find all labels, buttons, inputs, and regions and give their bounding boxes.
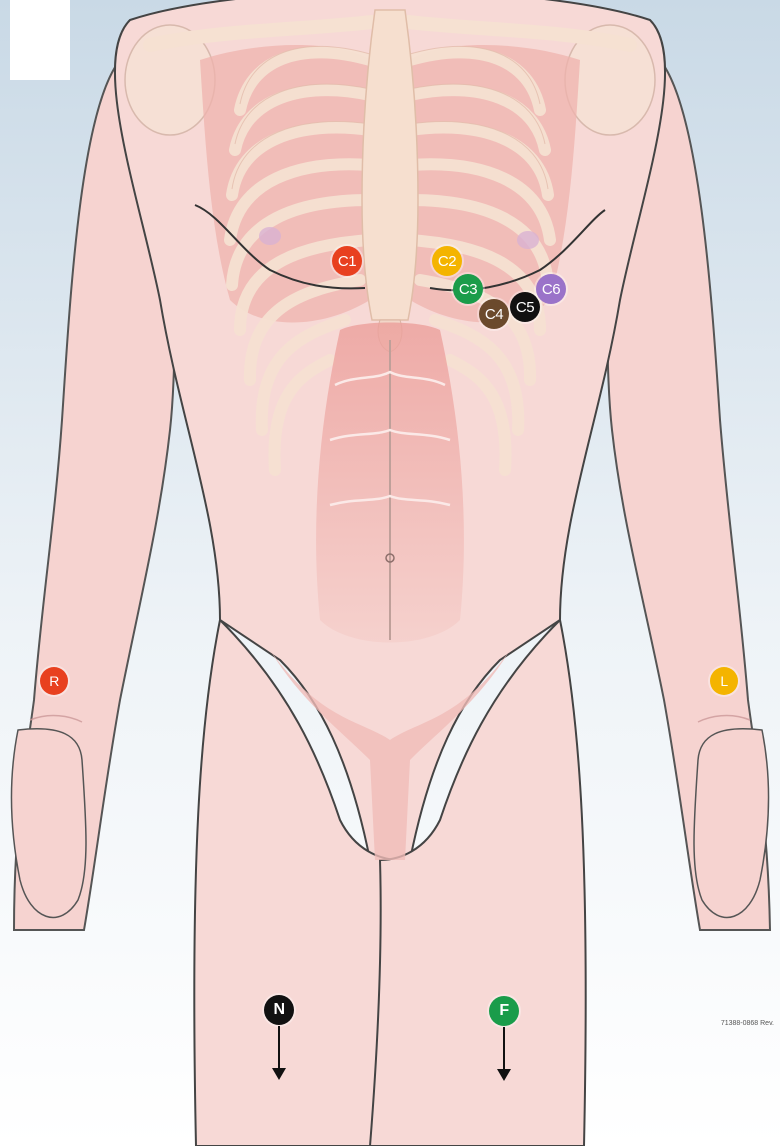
left-hand bbox=[694, 729, 769, 918]
figure-footnote: 71388-0868 Rev. bbox=[721, 1020, 774, 1027]
left-nipple bbox=[517, 231, 539, 249]
corner-blank bbox=[10, 0, 70, 80]
electrode-c2[interactable]: C2 bbox=[432, 246, 462, 276]
electrode-f[interactable]: F bbox=[489, 996, 519, 1026]
electrode-c1[interactable]: C1 bbox=[332, 246, 362, 276]
electrode-n-arrow bbox=[278, 1026, 280, 1070]
electrode-l[interactable]: L bbox=[710, 667, 738, 695]
right-hand bbox=[11, 729, 86, 918]
sternum bbox=[362, 10, 418, 320]
electrode-f-arrow bbox=[503, 1027, 505, 1071]
electrode-c6[interactable]: C6 bbox=[536, 274, 566, 304]
electrode-c5[interactable]: C5 bbox=[510, 292, 540, 322]
electrode-n[interactable]: N bbox=[264, 995, 294, 1025]
electrode-r[interactable]: R bbox=[40, 667, 68, 695]
right-nipple bbox=[259, 227, 281, 245]
electrode-c4[interactable]: C4 bbox=[479, 299, 509, 329]
electrode-c3[interactable]: C3 bbox=[453, 274, 483, 304]
